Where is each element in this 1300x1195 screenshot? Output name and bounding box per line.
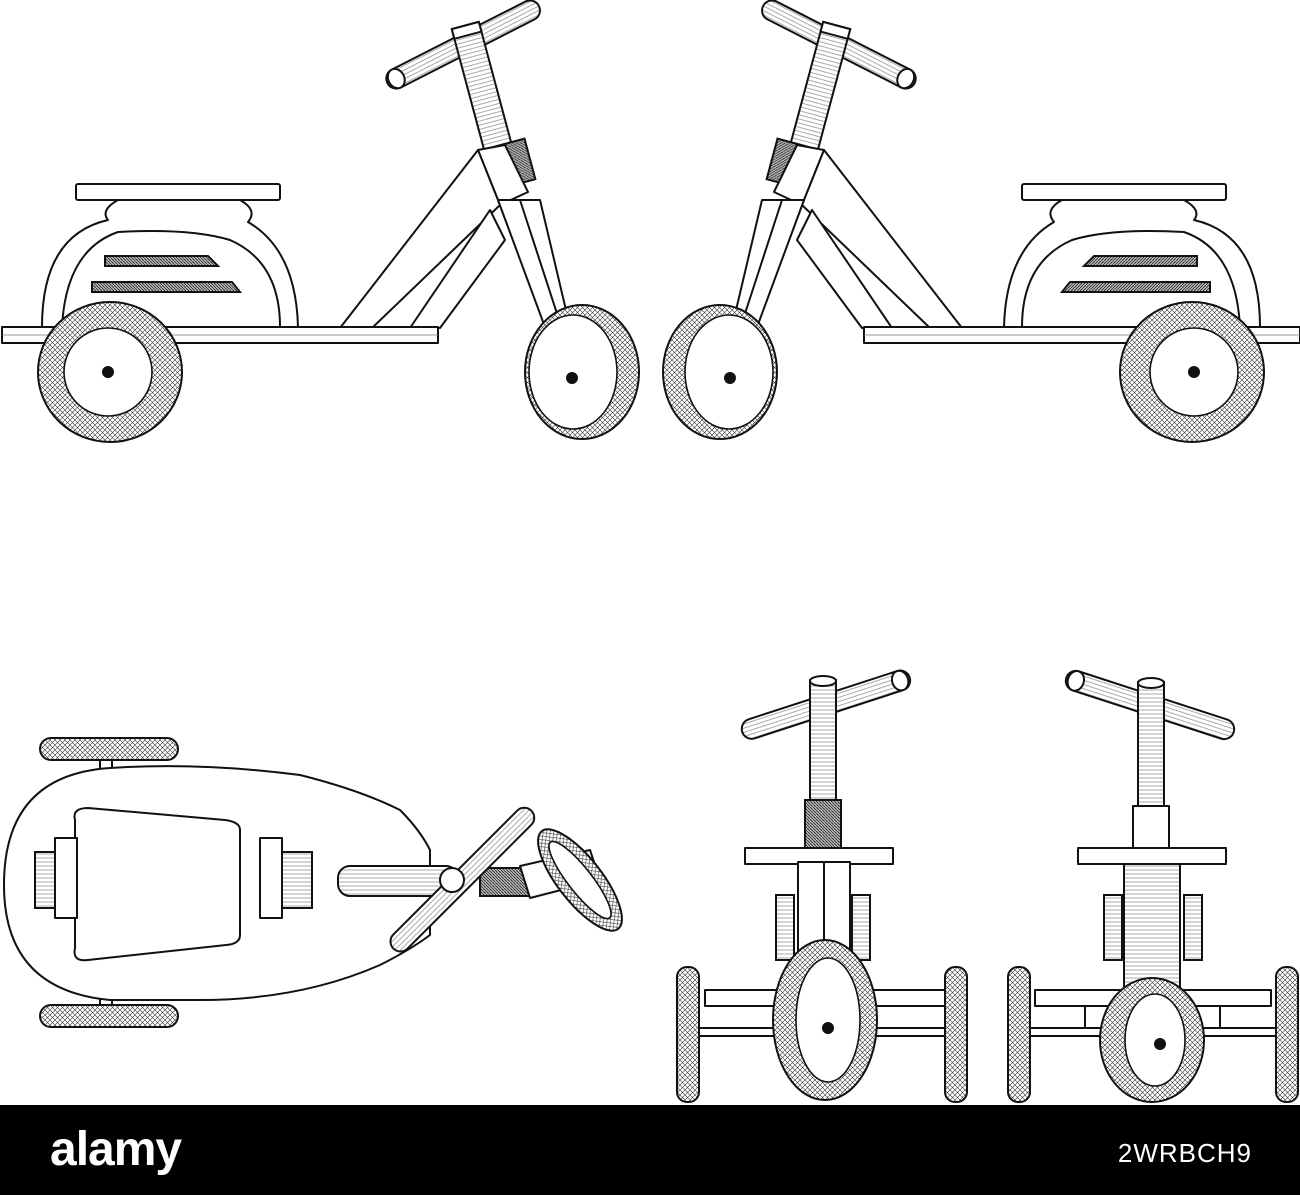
watermark-banner	[0, 1105, 1300, 1195]
side-view-right	[662, 0, 1300, 443]
rear-view	[1008, 668, 1298, 1102]
side-view-left	[1, 0, 640, 443]
front-view	[676, 666, 968, 1103]
image-id: 2WRBCH9	[1117, 1138, 1252, 1168]
top-view	[4, 738, 636, 1027]
scooter-technical-drawing	[1, 0, 1300, 1103]
alamy-logo: alamy	[50, 1123, 182, 1176]
